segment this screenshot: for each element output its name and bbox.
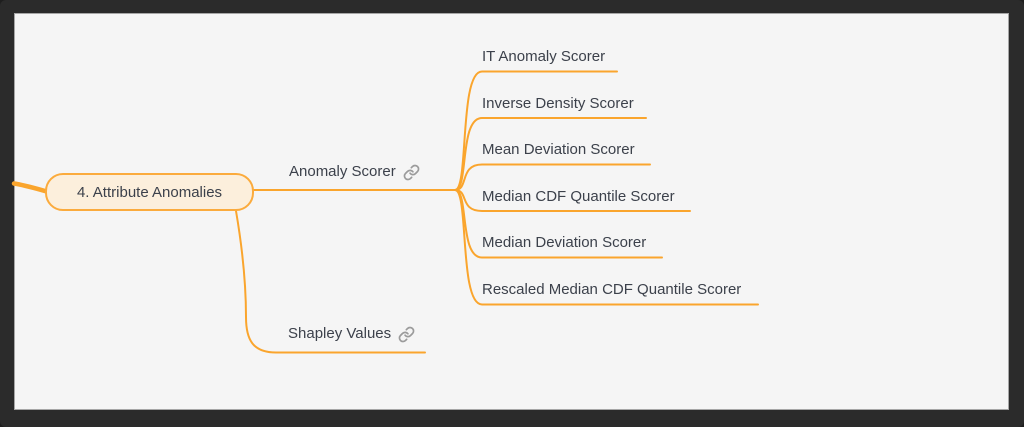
child-label: Median CDF Quantile Scorer bbox=[482, 187, 675, 205]
child-it-anomaly-scorer[interactable]: IT Anomaly Scorer bbox=[482, 47, 605, 67]
branch-shapley-values[interactable]: Shapley Values bbox=[288, 324, 415, 344]
child-rescaled-median-cdf-quantile-scorer[interactable]: Rescaled Median CDF Quantile Scorer bbox=[482, 280, 741, 300]
branch-anomaly-scorer[interactable]: Anomaly Scorer bbox=[289, 162, 420, 182]
child-inverse-density-scorer[interactable]: Inverse Density Scorer bbox=[482, 94, 634, 114]
child-label: IT Anomaly Scorer bbox=[482, 48, 606, 65]
mindmap-canvas[interactable] bbox=[14, 13, 1009, 410]
branch-anomaly-scorer-label: Anomaly Scorer bbox=[289, 163, 396, 180]
child-median-cdf-quantile-scorer[interactable]: Median CDF Quantile Scorer bbox=[482, 187, 675, 207]
child-mean-deviation-scorer[interactable]: Mean Deviation Scorer bbox=[482, 140, 635, 160]
root-node-label: 4. Attribute Anomalies bbox=[76, 183, 223, 201]
link-icon[interactable] bbox=[403, 164, 420, 181]
child-median-deviation-scorer[interactable]: Median Deviation Scorer bbox=[482, 233, 646, 253]
root-node-attribute-anomalies[interactable]: 4. Attribute Anomalies bbox=[45, 173, 254, 211]
child-label: Inverse Density Scorer bbox=[482, 94, 634, 112]
link-icon[interactable] bbox=[398, 326, 415, 343]
child-label: Median Deviation Scorer bbox=[482, 234, 647, 251]
child-label: Mean Deviation Scorer bbox=[482, 141, 635, 158]
child-label: Rescaled Median CDF Quantile Scorer bbox=[482, 281, 742, 298]
branch-shapley-values-label: Shapley Values bbox=[288, 325, 392, 342]
